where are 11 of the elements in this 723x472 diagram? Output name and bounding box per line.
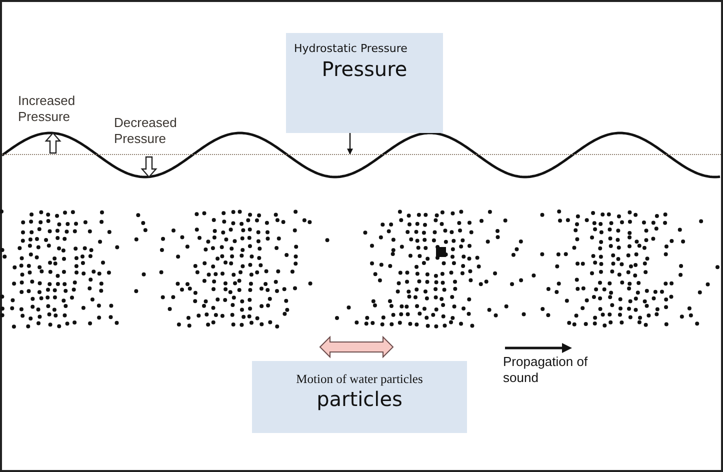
box-heading: particles <box>316 386 404 412</box>
annotation-label: Decreased Pressure <box>114 115 178 147</box>
hydrostatic-level-line <box>2 154 721 156</box>
annotation-label: Increased Pressure <box>18 93 76 125</box>
motion-label-box <box>252 361 467 433</box>
box-subheading: Motion of water particles <box>295 371 424 386</box>
pointer-arrow <box>347 133 353 155</box>
annotation-label: Propagation of sound <box>503 354 589 386</box>
pressure-label-box <box>286 33 443 133</box>
box-heading: Pressure <box>320 56 408 81</box>
box-subheading: Hydrostatic Pressure <box>293 41 408 55</box>
